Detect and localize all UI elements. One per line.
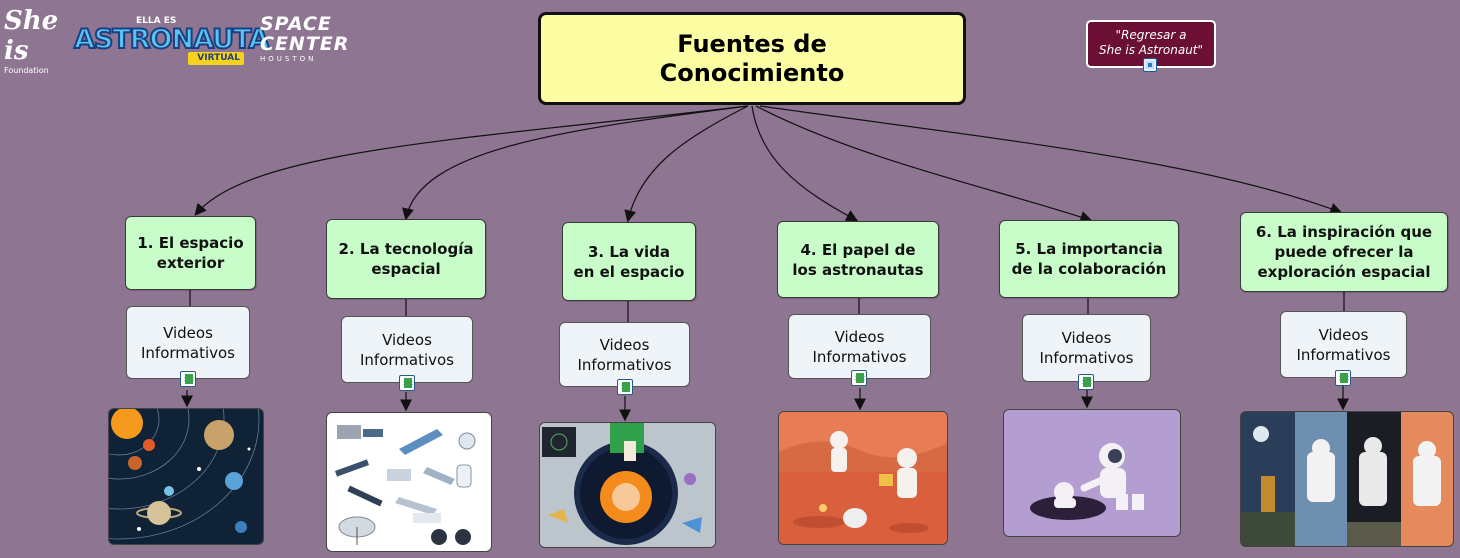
- topic-5-line1: 5. La importancia: [1015, 240, 1163, 258]
- back-button-line2: She is Astronaut": [1098, 43, 1204, 57]
- topic-5-box: 5. La importancia de la colaboración: [999, 220, 1179, 298]
- video-label-line1: Videos: [1061, 329, 1112, 347]
- link-root-topic-5: [755, 105, 1093, 223]
- topic-1-line2: exterior: [156, 254, 225, 272]
- link-root-topic-3: [624, 105, 749, 223]
- topic-3-line1: 3. La vida: [587, 242, 671, 261]
- video-label-line2: Informativos: [577, 355, 672, 374]
- space-center-line2: CENTER: [260, 33, 350, 55]
- she-is-logo-text: She is: [4, 6, 59, 66]
- video-film-icon[interactable]: [399, 375, 415, 391]
- topic-1-box: 1. El espacio exterior: [125, 216, 256, 290]
- video-label-line1: Videos: [834, 327, 885, 346]
- ella-es-astronauta-logo: ELLA ES ASTRONAUTA VIRTUAL: [73, 16, 270, 70]
- space-center-houston-logo: SPACE CENTER HOUSTON: [260, 13, 350, 66]
- link-root-topic-1: [194, 105, 749, 216]
- video-film-icon[interactable]: [851, 370, 867, 386]
- root-concept: Fuentes de Conocimiento: [538, 12, 966, 105]
- she-is-logo-sub: Foundation: [4, 66, 49, 75]
- root-title-line2: Conocimiento: [659, 58, 845, 87]
- astronauta-logo-badge: VIRTUAL: [188, 52, 244, 65]
- topic-6-line2: puede ofrecer la: [1274, 243, 1414, 261]
- topic-6-line3: exploración espacial: [1257, 263, 1431, 281]
- video-label-line2: Informativos: [1039, 349, 1134, 367]
- video-film-icon[interactable]: [617, 379, 633, 395]
- video-label-line2: Informativos: [812, 347, 907, 366]
- topic-4-line2: los astronautas: [792, 260, 924, 279]
- space-center-line3: HOUSTON: [260, 55, 317, 63]
- astronaut-collaboration-image: [1003, 409, 1181, 537]
- topic-1-line1: 1. El espacio: [137, 234, 244, 252]
- topic-2-box: 2. La tecnología espacial: [326, 219, 486, 299]
- solar-system-image: [108, 408, 264, 545]
- astronauta-logo-top: ELLA ES: [136, 16, 177, 26]
- link-root-topic-2: [402, 105, 749, 221]
- topic-2-line2: espacial: [371, 260, 441, 278]
- topic-3-line2: en el espacio: [573, 262, 685, 281]
- topic-6-line1: 6. La inspiración que: [1255, 223, 1433, 241]
- life-in-space-image: [539, 422, 716, 548]
- she-is-foundation-logo: She is Foundation: [4, 6, 62, 75]
- link-icon[interactable]: [1143, 58, 1157, 72]
- space-technology-image: [326, 412, 492, 552]
- video-label-line1: Videos: [163, 323, 213, 342]
- astronauts-mars-image: [778, 411, 948, 545]
- video-label-line1: Videos: [382, 330, 432, 349]
- video-film-icon[interactable]: [180, 371, 196, 387]
- exploration-inspiration-image: [1240, 411, 1454, 547]
- root-title-line1: Fuentes de: [677, 29, 827, 58]
- video-film-icon[interactable]: [1335, 370, 1351, 386]
- space-center-line1: SPACE: [260, 13, 332, 35]
- topic-6-box: 6. La inspiración que puede ofrecer la exp…: [1240, 212, 1448, 292]
- topic-5-line2: de la colaboración: [1011, 260, 1167, 278]
- topic-4-line1: 4. El papel de: [800, 240, 916, 259]
- astronauta-logo-name: ASTRONAUTA: [73, 23, 270, 56]
- video-label-line2: Informativos: [1296, 345, 1391, 364]
- back-button-line1: "Regresar a: [1115, 28, 1187, 42]
- video-film-icon[interactable]: [1078, 374, 1094, 390]
- video-label-line2: Informativos: [359, 350, 454, 369]
- video-label-line1: Videos: [599, 335, 650, 354]
- video-label-line1: Videos: [1318, 325, 1369, 344]
- video-label-line2: Informativos: [140, 343, 235, 362]
- link-root-topic-6: [759, 105, 1343, 215]
- topic-2-line1: 2. La tecnología: [338, 240, 474, 258]
- link-root-topic-4: [751, 105, 859, 222]
